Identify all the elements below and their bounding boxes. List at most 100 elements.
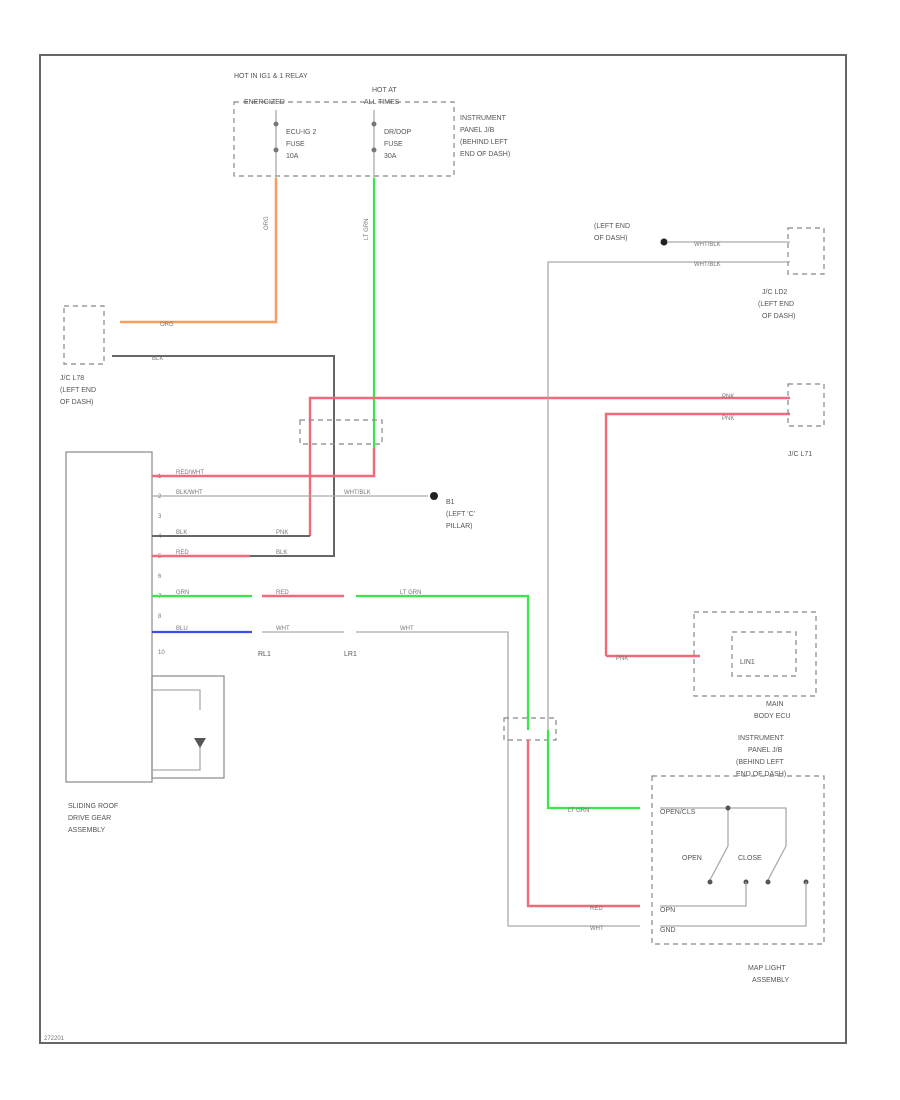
conn-lr1: LR1 xyxy=(344,651,357,658)
wire-orange xyxy=(120,178,278,324)
wire-blk2-label: BLK xyxy=(176,530,187,536)
junction-connector xyxy=(299,419,383,445)
hot-at-all-label: HOT AT xyxy=(372,87,397,94)
fuse2-node-bottom xyxy=(371,147,377,153)
fuse2-type: FUSE xyxy=(384,141,403,148)
sw-wht-label: GND xyxy=(660,927,676,934)
switch-close-contact-a xyxy=(765,879,771,885)
jc-ld2-l2: (LEFT END xyxy=(758,301,794,308)
wire-orange-vlabel: ORG xyxy=(264,216,270,230)
ipjb1-l2: PANEL J/B xyxy=(460,127,495,134)
jc-l71-label: J/C L71 xyxy=(788,451,812,458)
wire-whtblk-top2: WHT/BLK xyxy=(694,262,721,268)
instrument-panel-jb-top xyxy=(233,101,455,177)
map-light-assembly xyxy=(651,775,825,945)
pin-3: 3 xyxy=(158,514,162,520)
jc-ld2-l3: OF DASH) xyxy=(762,313,795,320)
conn-rl1: RL1 xyxy=(258,651,271,658)
ipjb2-l3: (BEHIND LEFT xyxy=(736,759,785,766)
ground-b1-id: B1 xyxy=(446,499,455,506)
wire-ltgrn-to-switch xyxy=(356,594,530,730)
wire-ltgrn-label: LT GRN xyxy=(400,590,421,596)
wire-pink-l71-top xyxy=(308,396,790,536)
pin-6: 6 xyxy=(158,574,162,580)
jc-l71-connector xyxy=(787,383,825,427)
wire-red-mid-label: RED xyxy=(276,590,289,596)
ipjb2-l2: PANEL J/B xyxy=(748,747,783,754)
wire-pink-l71-bottom xyxy=(604,412,790,656)
wire-pnk3-label: PNK xyxy=(616,656,628,662)
hot-at-all-sub: ALL TIMES xyxy=(364,99,400,106)
wire-green-vlabel: LT GRN xyxy=(364,219,370,240)
ground-b1-l2: PILLAR) xyxy=(446,523,472,530)
ipjb2-junction xyxy=(503,717,557,741)
wire-black-label: BLK xyxy=(152,356,163,362)
main-body-lin: LIN1 xyxy=(740,659,755,666)
ground-b1-dot xyxy=(430,492,438,500)
main-body-ecu-outer xyxy=(693,611,817,697)
fuse1-name: ECU-IG 2 xyxy=(286,129,316,136)
jc-ld2-connector xyxy=(787,227,825,275)
switch-open-contact-a xyxy=(707,879,713,885)
wire-black-l78 xyxy=(112,355,335,557)
wire-red-wht-ig xyxy=(152,448,376,478)
footer-id: 272201 xyxy=(44,1036,65,1042)
sunroof-l3: ASSEMBLY xyxy=(68,827,106,834)
close-switch-label: CLOSE xyxy=(738,855,762,862)
ipjb1-l3: (BEHIND LEFT xyxy=(460,139,509,146)
main-body-ecu-inner xyxy=(731,631,797,677)
open-switch-label: OPEN xyxy=(682,855,702,862)
motor-lead-2 xyxy=(152,740,201,771)
sw-green-label: OPEN/CLS xyxy=(660,809,696,816)
wire-wht2-label: WHT xyxy=(400,626,414,632)
pin-8: 8 xyxy=(158,614,162,620)
wire-ltgrn-sw-label: LT GRN xyxy=(568,808,589,814)
motor-diode-icon xyxy=(194,738,206,748)
wire-wht-to-switch xyxy=(356,631,640,927)
pin-10: 10 xyxy=(158,650,165,656)
left-end-l2: OF DASH) xyxy=(594,235,627,242)
fuse1-node-bottom xyxy=(273,147,279,153)
wire-whtblk-top1: WHT/BLK xyxy=(694,242,721,248)
ground-b1-l1: (LEFT 'C' xyxy=(446,511,475,518)
main-body-l1: MAIN xyxy=(766,701,784,708)
wire-blu-label: BLU xyxy=(176,626,188,632)
wire-black-gnd-label: BLK/WHT xyxy=(176,490,203,496)
left-end-l1: (LEFT END xyxy=(594,223,630,230)
wire-red-map xyxy=(526,740,640,908)
jc-l78-connector xyxy=(63,305,105,365)
diagram-frame xyxy=(39,54,847,1044)
switch-open-blade xyxy=(709,845,729,881)
left-end-ground-dot xyxy=(660,238,668,246)
jc-l78-l2: (LEFT END xyxy=(60,387,96,394)
ipjb2-l1: INSTRUMENT xyxy=(738,735,785,742)
fuse1-type: FUSE xyxy=(286,141,305,148)
map-light-l1: MAP LIGHT xyxy=(748,965,786,972)
fuse2-name: DR/DOP xyxy=(384,129,412,136)
sliding-roof-motor-box xyxy=(151,675,225,779)
sunroof-l1: SLIDING ROOF xyxy=(68,803,118,810)
wire-pnk1-label: PNK xyxy=(722,394,734,400)
jc-ld2-l1: J/C LD2 xyxy=(762,289,787,296)
switch-common-line xyxy=(660,807,787,846)
pin-2: 2 xyxy=(158,494,162,500)
ipjb1-l1: INSTRUMENT xyxy=(460,115,507,122)
hot-relay-label: HOT IN IG1 & 1 RELAY xyxy=(234,73,308,80)
wire-pnk2-label: PNK xyxy=(722,416,734,422)
sunroof-l2: DRIVE GEAR xyxy=(68,815,111,822)
wire-orange-hlabel: ORG xyxy=(160,322,174,328)
wire-pnk-r-label: PNK xyxy=(276,530,288,536)
wire-red-ig-label: RED/WHT xyxy=(176,470,204,476)
wire-red-sw-label: RED xyxy=(590,906,603,912)
wire-wht1-label: WHT xyxy=(276,626,290,632)
fuse2-rating: 30A xyxy=(384,153,397,160)
wire-ltgrn-map xyxy=(546,730,640,810)
motor-lead-1 xyxy=(152,689,201,710)
switch-close-to-wht xyxy=(660,882,807,927)
switch-close-blade xyxy=(767,845,787,881)
map-light-l2: ASSEMBLY xyxy=(752,977,790,984)
ipjb2-l4: END OF DASH) xyxy=(736,771,786,778)
jc-l78-l3: OF DASH) xyxy=(60,399,93,406)
jc-l78-l1: J/C L78 xyxy=(60,375,84,382)
